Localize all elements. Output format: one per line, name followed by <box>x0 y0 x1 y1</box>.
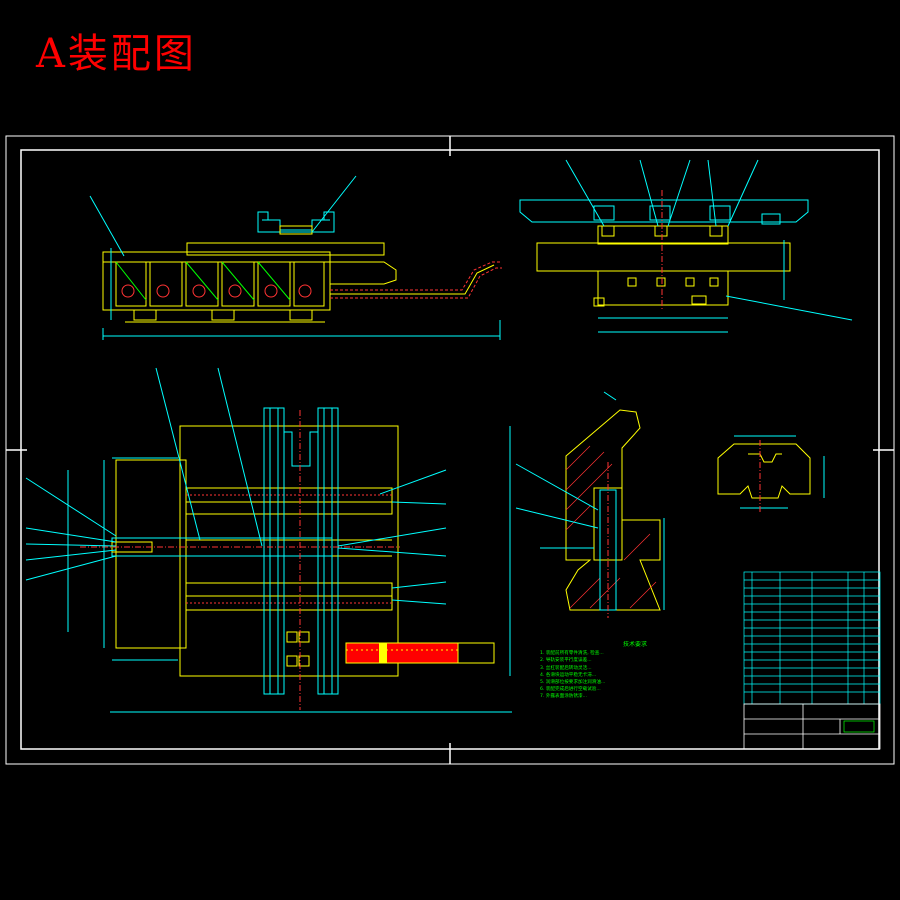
technical-requirements-heading: 技术要求 <box>622 641 647 648</box>
drawing-title: A装配图 <box>36 31 197 77</box>
technical-requirements: 技术要求 1. 装配前所有零件清洗, 检查... 2. 导轨安装平行度误差...… <box>540 641 730 701</box>
motor-highlight <box>345 642 459 664</box>
outer-border <box>5 135 895 765</box>
requirement-line: 1. 装配前所有零件清洗, 检查... <box>540 651 604 657</box>
requirement-line: 3. 丝杠装配后转动灵活... <box>540 665 592 671</box>
requirement-line: 7. 外露表面涂防锈漆... <box>540 694 587 700</box>
side-elevation-view <box>89 175 502 340</box>
parts-list <box>743 571 881 705</box>
end-elevation-view <box>519 159 853 333</box>
requirement-line: 6. 装配完成后进行空载试验... <box>540 687 601 693</box>
requirement-line: 5. 润滑部位按要求加注润滑油... <box>540 680 606 686</box>
title-block-name-cell <box>843 720 875 733</box>
plan-view <box>25 367 512 713</box>
requirement-line: 2. 导轨安装平行度误差... <box>540 658 592 664</box>
rail-profile-view <box>717 435 825 512</box>
section-view <box>515 391 665 618</box>
centering-marks <box>6 136 894 764</box>
title-block <box>743 703 881 750</box>
requirement-line: 4. 各滑块运动平稳无卡滞... <box>540 672 597 678</box>
